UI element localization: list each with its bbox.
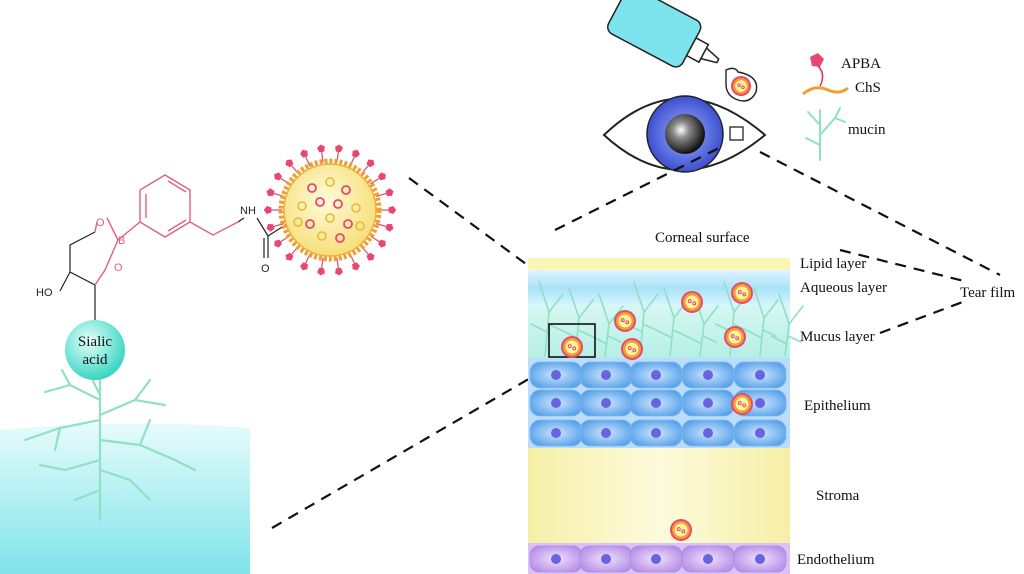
eye-drop-bottle — [607, 0, 720, 68]
mucin-substrate — [0, 423, 250, 574]
epithelium-label: Epithelium — [804, 398, 871, 414]
boronate-ester-structure — [59, 231, 96, 305]
oxygen-top-label: O — [96, 217, 105, 229]
mucin-legend-icon — [805, 107, 846, 161]
endothelium-layer — [528, 543, 790, 574]
benzene-ring — [139, 174, 239, 238]
chs-legend-icon — [802, 86, 849, 96]
epithelium-layer — [528, 358, 790, 448]
lipid-layer — [528, 258, 790, 270]
mucus-layer-label: Mucus layer — [800, 329, 875, 345]
tissue-nanoparticle — [731, 393, 753, 415]
zoom-dashed-lines — [271, 144, 1001, 529]
apba-legend-label: APBA — [841, 56, 881, 72]
aqueous-layer-label: Aqueous layer — [800, 280, 887, 296]
amide-nh-label: NH — [240, 205, 256, 217]
boron-label: B — [118, 235, 125, 247]
tissue-nanoparticle — [681, 291, 703, 313]
tissue-nanoparticle — [614, 310, 636, 332]
nanoparticles-in-tissue — [561, 282, 753, 541]
hydroxyl-label: HO — [36, 287, 53, 299]
chs-legend-label: ChS — [855, 80, 881, 96]
lipid-layer-label: Lipid layer — [800, 256, 866, 272]
stroma-label: Stroma — [816, 488, 860, 504]
corneal-surface-label: Corneal surface — [655, 230, 750, 246]
legend: APBA ChS mucin — [802, 53, 886, 161]
sialic-label-line1: Sialic — [78, 334, 113, 350]
stroma-layer — [528, 448, 790, 543]
tear-film-label: Tear film — [960, 285, 1016, 301]
droplet-nanoparticle — [731, 76, 751, 96]
mucin-legend-label: mucin — [848, 122, 886, 138]
tissue-nanoparticle — [621, 338, 643, 360]
eye-zoom-box — [729, 126, 744, 141]
cornea-section — [528, 258, 804, 574]
eye-illustration — [602, 95, 767, 173]
sialic-label-line2: acid — [83, 352, 108, 368]
oxygen-bottom-label: O — [114, 262, 123, 274]
tissue-nanoparticle — [731, 282, 753, 304]
sialic-acid: Sialic acid — [65, 305, 125, 380]
nanoparticle-large — [263, 144, 397, 276]
tissue-nanoparticle — [670, 519, 692, 541]
endothelium-label: Endothelium — [797, 552, 875, 568]
apba-legend-icon — [810, 53, 824, 87]
tissue-nanoparticle — [561, 336, 583, 358]
amide-linker — [237, 217, 291, 258]
tissue-nanoparticle — [724, 326, 746, 348]
eye-drop-droplet — [725, 67, 758, 102]
boronate-ester-pink — [94, 217, 141, 286]
carbonyl-oxygen-label: O — [261, 263, 270, 275]
